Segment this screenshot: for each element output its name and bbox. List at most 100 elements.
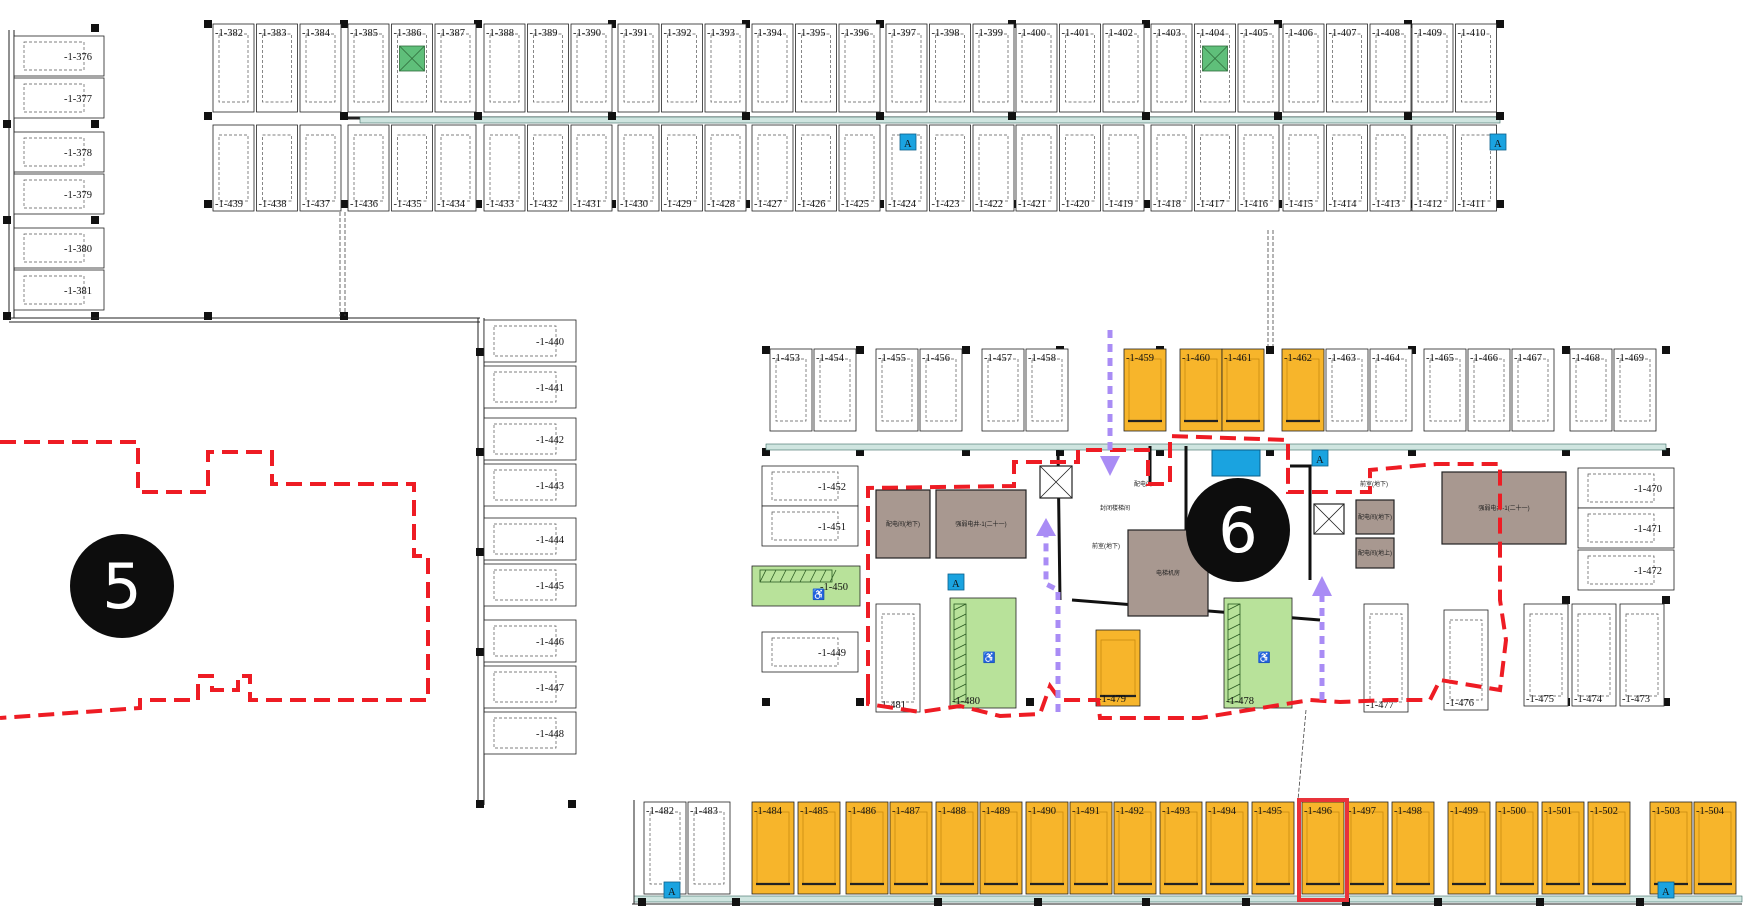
parking-space[interactable]: -1-474 [1571, 603, 1617, 707]
parking-space[interactable]: -1-487 [889, 801, 933, 895]
parking-space[interactable]: -1-482 [643, 801, 687, 895]
parking-space[interactable]: -1-484 [751, 801, 795, 895]
parking-space[interactable]: -1-385 [347, 23, 390, 113]
parking-space[interactable]: -1-405 [1237, 23, 1280, 113]
parking-space[interactable]: -1-459 [1123, 348, 1167, 432]
parking-space[interactable]: -1-383 [256, 23, 298, 113]
parking-space[interactable]: -1-498 [1391, 801, 1435, 895]
parking-space[interactable]: -1-414 [1326, 124, 1368, 212]
parking-space[interactable]: -1-423 [929, 124, 971, 212]
parking-space[interactable]: -1-457 [981, 348, 1025, 432]
parking-space[interactable]: -1-394 [751, 23, 794, 113]
parking-space[interactable]: -1-382 [212, 23, 255, 113]
parking-space[interactable]: -1-401 [1059, 23, 1101, 113]
parking-space[interactable]: -1-402 [1102, 23, 1145, 113]
parking-space[interactable]: -1-447 [483, 665, 577, 709]
parking-space[interactable]: -1-488 [935, 801, 979, 895]
parking-space[interactable]: -1-499 [1447, 801, 1491, 895]
parking-space[interactable]: -1-398 [929, 23, 971, 113]
parking-space[interactable]: -1-476 [1443, 609, 1489, 711]
parking-space[interactable]: -1-422 [972, 124, 1015, 212]
parking-space[interactable]: -1-432 [527, 124, 569, 212]
parking-space[interactable]: -1-389 [527, 23, 569, 113]
parking-space[interactable]: -1-435 [391, 124, 433, 212]
parking-space[interactable]: -1-449 [761, 631, 859, 673]
parking-space[interactable]: -1-452 [761, 465, 859, 507]
parking-space[interactable]: -1-436 [347, 124, 390, 212]
parking-space[interactable]: -1-411 [1455, 124, 1497, 212]
parking-space[interactable]: ♿-1-450 [751, 565, 861, 607]
parking-space[interactable]: -1-379 [13, 173, 105, 215]
parking-space[interactable]: -1-395 [795, 23, 837, 113]
parking-space[interactable]: -1-451 [761, 505, 859, 547]
parking-space[interactable]: -1-384 [299, 23, 342, 113]
parking-space[interactable]: -1-479 [1095, 629, 1141, 707]
parking-space[interactable]: -1-493 [1159, 801, 1203, 895]
parking-space[interactable]: -1-426 [795, 124, 837, 212]
parking-space[interactable]: -1-463 [1325, 348, 1369, 432]
parking-space[interactable]: -1-462 [1281, 348, 1325, 432]
parking-space[interactable]: -1-396 [838, 23, 881, 113]
parking-space[interactable]: -1-496 [1301, 801, 1345, 895]
parking-space[interactable]: -1-392 [661, 23, 703, 113]
parking-space[interactable]: -1-500 [1495, 801, 1539, 895]
parking-space[interactable]: -1-412 [1411, 124, 1454, 212]
parking-space[interactable]: -1-455 [875, 348, 919, 432]
parking-space[interactable]: -1-429 [661, 124, 703, 212]
parking-space[interactable]: -1-502 [1587, 801, 1631, 895]
parking-space[interactable]: -1-475 [1523, 603, 1569, 707]
parking-space[interactable]: -1-466 [1467, 348, 1511, 432]
parking-space[interactable]: -1-397 [885, 23, 928, 113]
parking-space[interactable]: -1-406 [1282, 23, 1325, 113]
parking-space[interactable]: -1-434 [434, 124, 477, 212]
parking-space[interactable]: -1-418 [1150, 124, 1193, 212]
parking-space[interactable]: -1-404 [1194, 23, 1236, 113]
parking-space[interactable]: -1-444 [483, 517, 577, 561]
parking-space[interactable]: -1-399 [972, 23, 1015, 113]
parking-space[interactable]: -1-464 [1369, 348, 1413, 432]
parking-space[interactable]: -1-420 [1059, 124, 1101, 212]
parking-space[interactable]: -1-421 [1015, 124, 1058, 212]
parking-space[interactable]: -1-472 [1577, 549, 1675, 591]
parking-space[interactable]: -1-440 [483, 319, 577, 363]
parking-space[interactable]: -1-409 [1411, 23, 1454, 113]
parking-space[interactable]: -1-495 [1251, 801, 1295, 895]
parking-space[interactable]: -1-469 [1613, 348, 1657, 432]
parking-space[interactable]: -1-437 [299, 124, 342, 212]
parking-space[interactable]: -1-415 [1282, 124, 1325, 212]
parking-space[interactable]: -1-416 [1237, 124, 1280, 212]
parking-space[interactable]: -1-486 [845, 801, 889, 895]
parking-space[interactable]: -1-490 [1025, 801, 1069, 895]
parking-space[interactable]: -1-467 [1511, 348, 1555, 432]
parking-space[interactable]: -1-443 [483, 463, 577, 507]
parking-space[interactable]: -1-494 [1205, 801, 1249, 895]
parking-space[interactable]: -1-419 [1102, 124, 1145, 212]
parking-space[interactable]: -1-503 [1649, 801, 1693, 895]
parking-space[interactable]: -1-381 [13, 269, 105, 311]
parking-space[interactable]: -1-461 [1221, 348, 1265, 432]
parking-space[interactable]: -1-471 [1577, 507, 1675, 549]
parking-space[interactable]: -1-504 [1693, 801, 1737, 895]
parking-space[interactable]: -1-468 [1569, 348, 1613, 432]
parking-space[interactable]: -1-473 [1619, 603, 1665, 707]
parking-space[interactable]: -1-501 [1541, 801, 1585, 895]
parking-space[interactable]: -1-391 [617, 23, 660, 113]
parking-space[interactable]: -1-400 [1015, 23, 1058, 113]
parking-space[interactable]: -1-441 [483, 365, 577, 409]
parking-space[interactable]: -1-393 [704, 23, 747, 113]
parking-space[interactable]: -1-431 [570, 124, 613, 212]
parking-space[interactable]: -1-408 [1369, 23, 1412, 113]
parking-space[interactable]: -1-465 [1423, 348, 1467, 432]
parking-space[interactable]: -1-445 [483, 563, 577, 607]
parking-space[interactable]: -1-458 [1025, 348, 1069, 432]
parking-space[interactable]: -1-430 [617, 124, 660, 212]
parking-space[interactable]: -1-442 [483, 417, 577, 461]
parking-space[interactable]: -1-453 [769, 348, 813, 432]
parking-space[interactable]: -1-433 [483, 124, 526, 212]
parking-space[interactable]: -1-456 [919, 348, 963, 432]
parking-space[interactable]: -1-377 [13, 77, 105, 119]
parking-space[interactable]: -1-425 [838, 124, 881, 212]
parking-space[interactable]: -1-403 [1150, 23, 1193, 113]
parking-space[interactable]: -1-497 [1345, 801, 1389, 895]
parking-space[interactable]: -1-410 [1455, 23, 1497, 113]
